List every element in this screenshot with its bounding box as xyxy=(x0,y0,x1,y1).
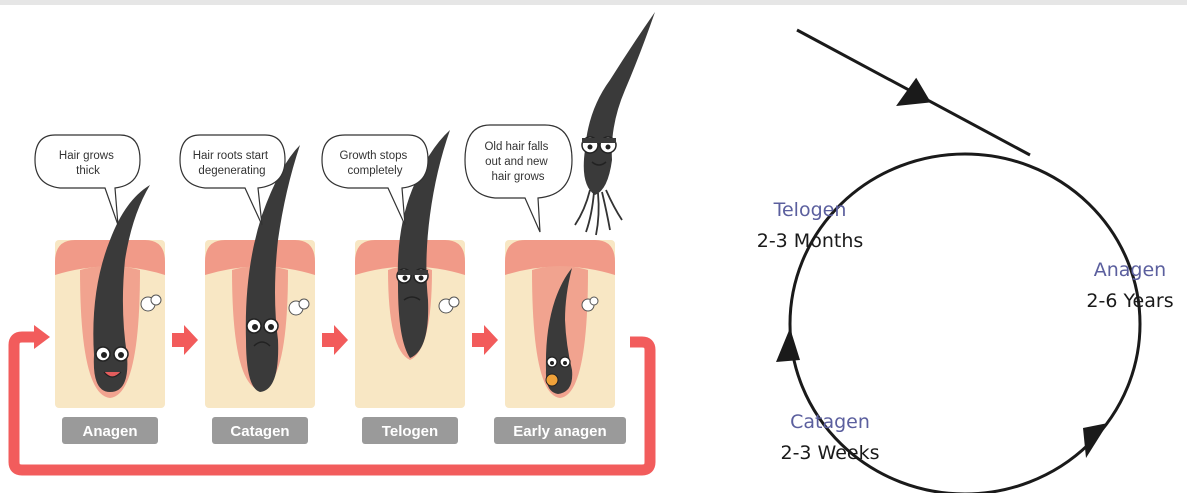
stage-label: Anagen xyxy=(82,423,137,440)
stage-label: Catagen xyxy=(230,423,289,440)
bubble-line: Hair roots start xyxy=(193,150,269,162)
cycle-arrowhead-icon xyxy=(1083,423,1108,458)
phase-name-catagen: Catagen xyxy=(790,411,870,433)
bubble-line: Growth stops xyxy=(340,150,408,162)
phase-name-telogen: Telogen xyxy=(773,199,847,221)
entry-arrowhead-icon xyxy=(893,77,931,107)
stage-anagen: Hair grows thick Anagen xyxy=(35,135,165,444)
bubble-line: Old hair falls xyxy=(484,141,548,153)
cycle-diagram: Telogen 2-3 Months Anagen 2-6 Years Cata… xyxy=(757,30,1174,493)
arrow-right-icon xyxy=(172,325,198,355)
bubble-line: hair grows xyxy=(491,171,544,183)
phase-duration-telogen: 2-3 Months xyxy=(757,230,864,252)
loop-arrowhead-icon xyxy=(34,325,50,349)
stage-early-anagen: Old hair falls out and new hair grows Ea… xyxy=(465,12,655,444)
stage-telogen: Growth stops completely Telogen xyxy=(322,130,465,444)
bubble-line: degenerating xyxy=(198,165,265,177)
arrow-right-icon xyxy=(322,325,348,355)
bubble-line: thick xyxy=(76,165,100,177)
bubble-line: completely xyxy=(348,165,403,177)
cycle-arrowhead-icon xyxy=(776,328,800,362)
bubble-line: Hair grows xyxy=(59,150,114,162)
phase-duration-anagen: 2-6 Years xyxy=(1086,290,1173,312)
arrow-right-icon xyxy=(472,325,498,355)
phase-name-anagen: Anagen xyxy=(1094,259,1166,281)
phase-duration-catagen: 2-3 Weeks xyxy=(780,442,879,464)
stage-label: Early anagen xyxy=(513,423,606,440)
old-hair-strand xyxy=(584,12,655,195)
stage-catagen: Hair roots start degenerating Catagen xyxy=(180,135,315,444)
svg-text:Old hair falls out and n: Old hair falls out and new hair grows xyxy=(484,141,551,183)
bubble-line: out and new xyxy=(485,156,548,168)
stage-label: Telogen xyxy=(382,423,438,440)
